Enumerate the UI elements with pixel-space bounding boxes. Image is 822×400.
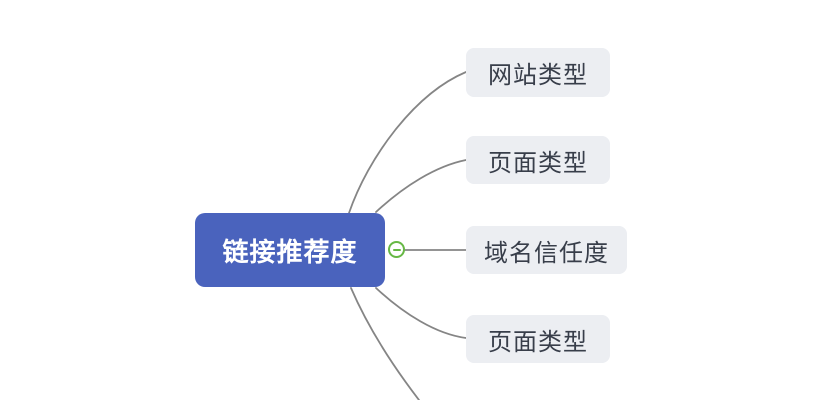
- collapse-button[interactable]: [388, 241, 405, 258]
- branch-label: 页面类型: [488, 327, 588, 356]
- branch-label: 网站类型: [488, 61, 588, 89]
- minus-icon: [392, 248, 401, 251]
- branch-node-domain-trust[interactable]: 域名信任度: [466, 226, 627, 274]
- branch-node-page-type-2[interactable]: 页面类型: [466, 315, 610, 363]
- root-topic-label: 链接推荐度: [222, 237, 358, 268]
- branch-node-website-type[interactable]: 网站类型: [466, 48, 610, 97]
- branch-node-page-type-1[interactable]: 页面类型: [466, 136, 610, 184]
- branch-label: 页面类型: [488, 148, 588, 177]
- connector-branch-1: [348, 71, 467, 214]
- connector-branch-5-offscreen: [350, 287, 420, 400]
- connector-branch-4: [375, 287, 467, 339]
- root-topic-node[interactable]: 链接推荐度: [195, 213, 385, 287]
- connector-branch-2: [375, 159, 467, 213]
- branch-label: 域名信任度: [484, 238, 609, 267]
